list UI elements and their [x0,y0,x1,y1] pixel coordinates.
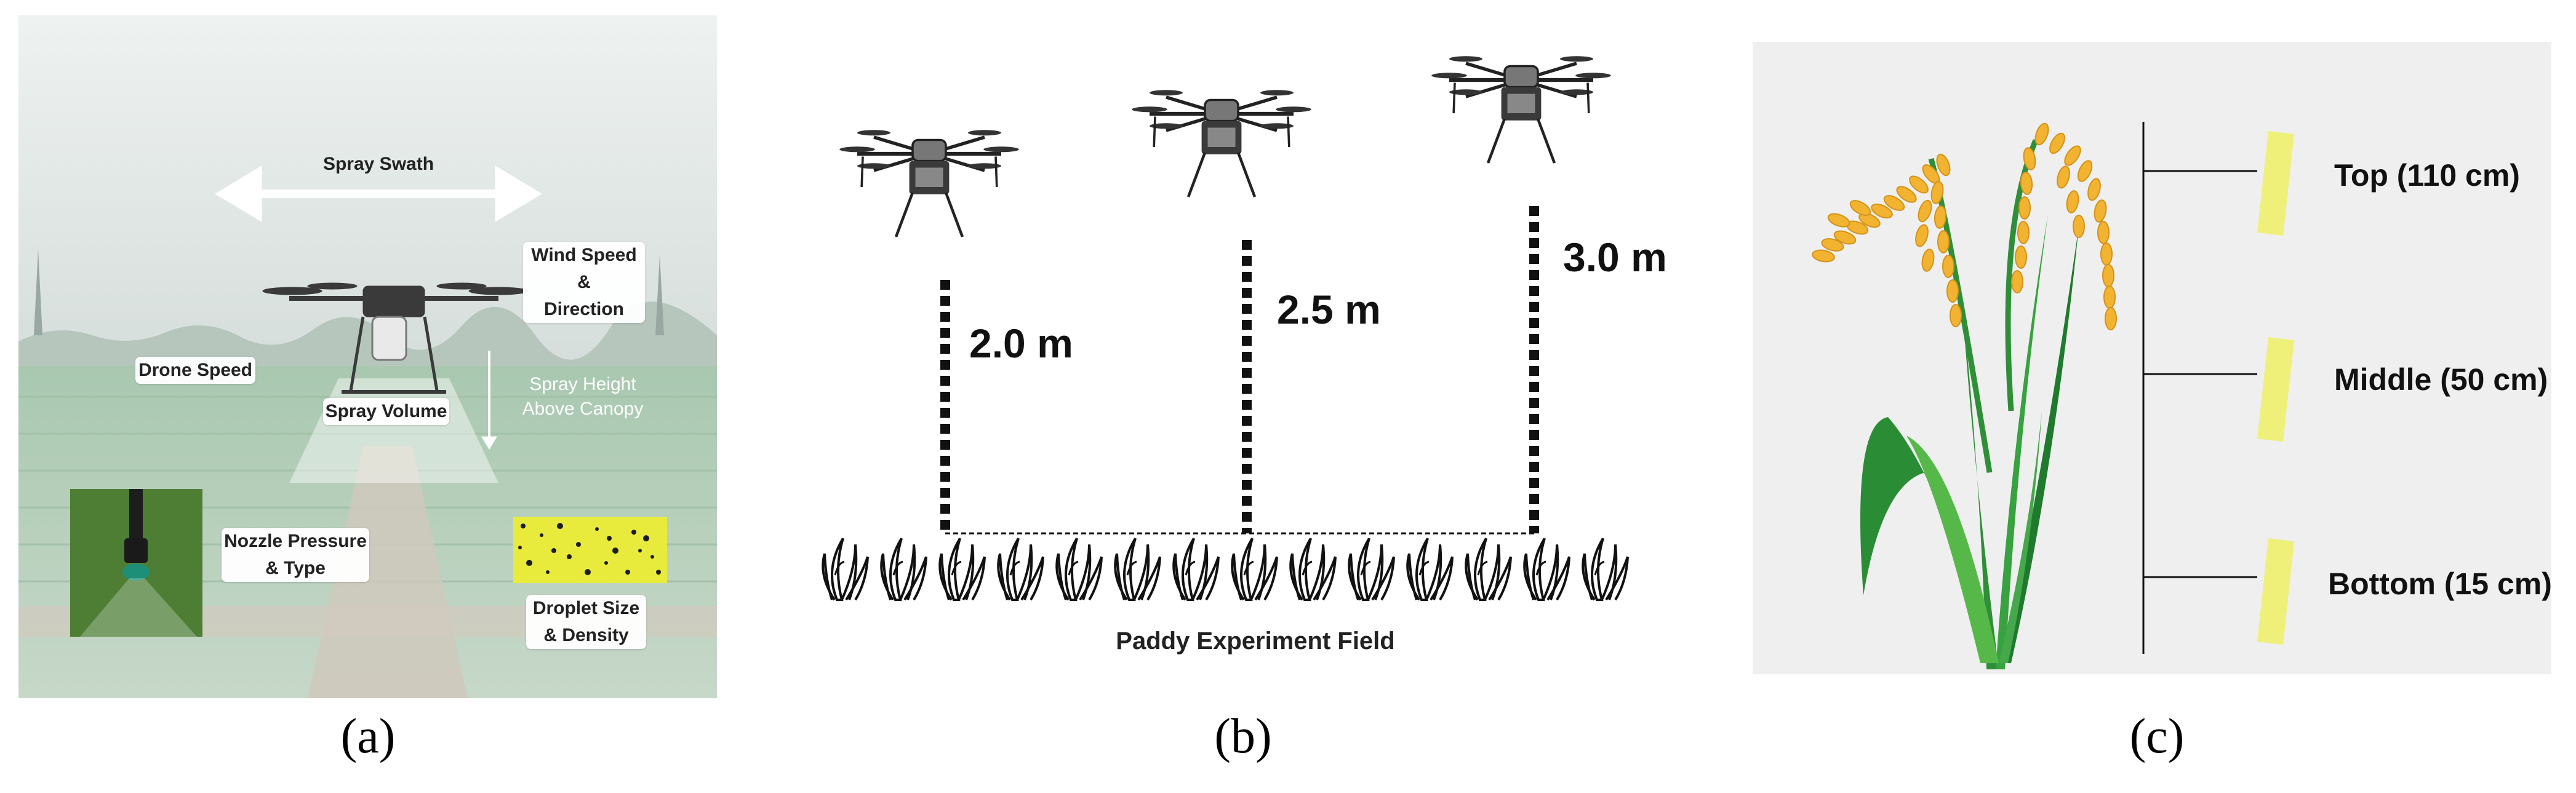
drone-icon-mid [1132,90,1311,197]
height-diagram [822,55,1629,601]
card-top [2257,131,2294,236]
drone-icon-low [839,130,1019,237]
drone-icon [262,282,529,394]
card-middle [2257,337,2294,442]
height-label-3-0: 3.0 m [1563,234,1667,280]
droplet-size-label: Droplet Size & Density [526,595,646,649]
caption-c: (c) [2129,709,2185,763]
panel-c-plant-positions: Top (110 cm) Middle (50 cm) Bottom (15 c… [1753,42,2552,674]
position-label-middle: Middle (50 cm) [2334,362,2548,397]
nozzle-photo [70,489,202,637]
position-label-bottom: Bottom (15 cm) [2328,567,2552,601]
drone-speed-label: Drone Speed [135,357,255,384]
spray-height-arrow [481,351,497,450]
paddy-field-label: Paddy Experiment Field [1116,628,1395,655]
height-lines [940,206,1539,533]
panel-a-field-photo: Spray Swath Wind Speed & Direction Drone… [18,15,717,698]
nozzle-pressure-label: Nozzle Pressure & Type [222,528,369,582]
rice-plant-illustration [1812,122,2294,669]
droplet-card [513,517,667,583]
position-axis [2142,122,2257,654]
position-label-top: Top (110 cm) [2334,158,2520,193]
sensor-cards [2257,131,2294,645]
caption-a: (a) [340,709,396,763]
height-label-2-0: 2.0 m [969,321,1073,366]
spray-volume-label: Spray Volume [323,398,449,425]
spray-height-label: Spray Height Above Canopy [522,374,644,419]
height-label-2-5: 2.5 m [1277,287,1381,332]
rice-plant-icon [1812,122,2117,669]
drone-icon-high [1431,56,1611,163]
spray-swath-arrow [215,165,542,222]
caption-b: (b) [1214,709,1272,763]
spray-swath-label: Spray Swath [322,154,434,174]
paddy-row [822,537,1629,601]
wind-speed-label: Wind Speed & Direction [523,242,645,323]
panel-b-height-diagram: 2.0 m 2.5 m 3.0 m Paddy Experiment Field [818,55,1692,689]
card-bottom [2257,538,2294,645]
